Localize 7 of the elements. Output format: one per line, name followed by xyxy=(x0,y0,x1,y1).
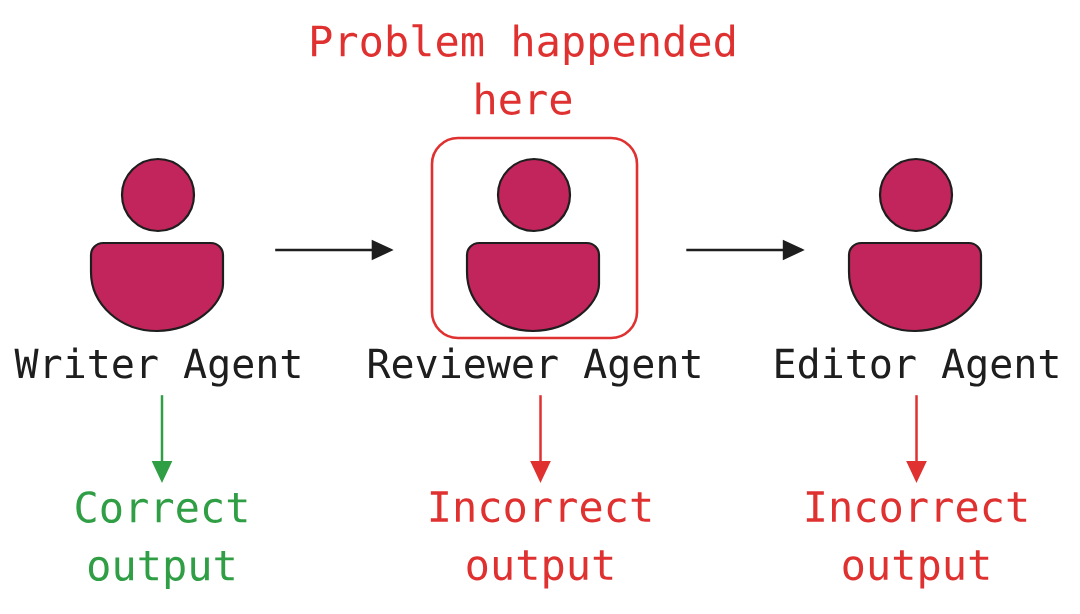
output-label: Incorrect output xyxy=(806,491,1027,589)
output-label: Incorrect output xyxy=(430,491,651,589)
name-label: Reviewer Agent xyxy=(369,347,700,387)
output-label: Correct output xyxy=(76,491,247,590)
callout-text: Problem happended here xyxy=(312,24,734,115)
name-label: Editor Agent xyxy=(776,347,1058,387)
name-label: Writer Agent xyxy=(14,347,300,387)
